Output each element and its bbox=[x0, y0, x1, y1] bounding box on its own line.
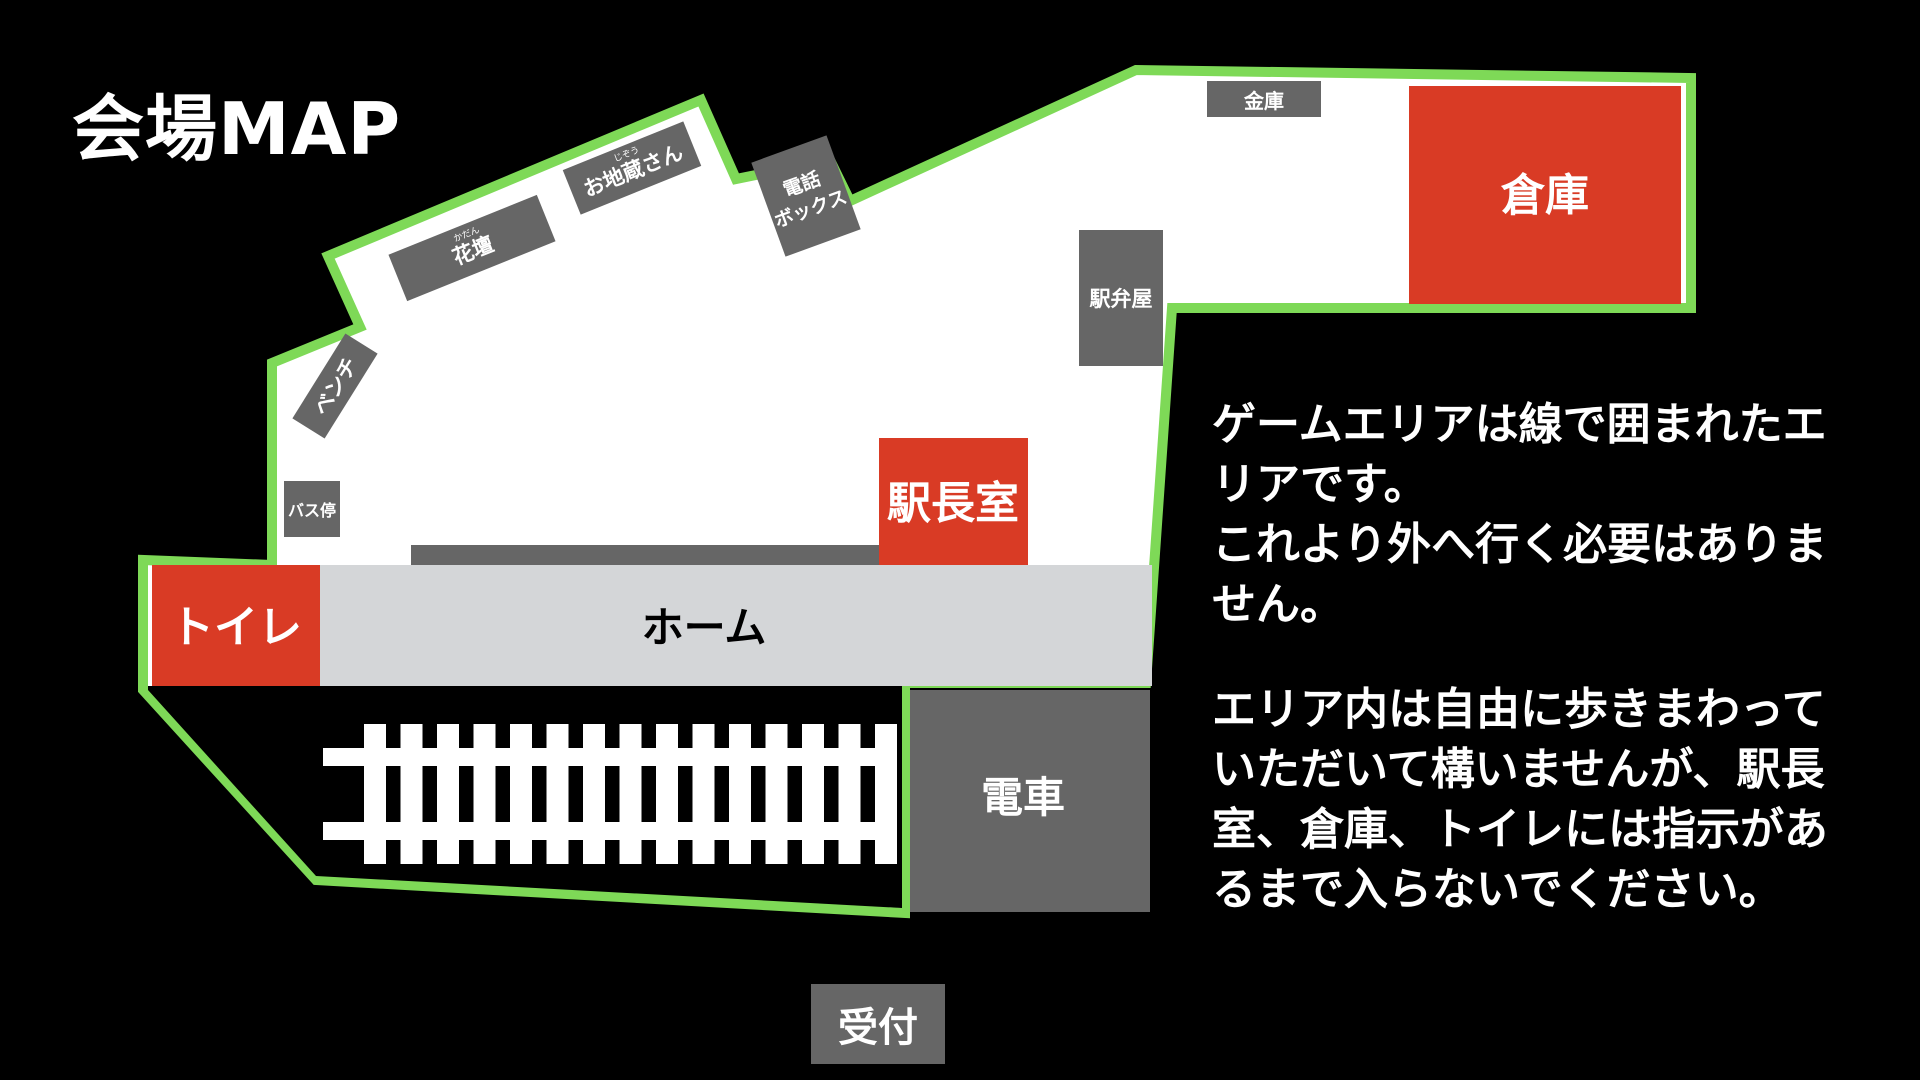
description-line: るまで入らないでください。 bbox=[1212, 864, 1783, 915]
sleeper bbox=[364, 724, 386, 864]
reception-desk: 受付 bbox=[811, 984, 945, 1064]
description-line: これより外へ行く必要はありま bbox=[1212, 519, 1828, 570]
station-master-room-label: 駅長室 bbox=[887, 478, 1019, 529]
rail bbox=[323, 822, 895, 840]
description-line: せん。 bbox=[1212, 579, 1344, 630]
station-master-room bbox=[879, 438, 1028, 565]
sleeper bbox=[437, 724, 459, 864]
toilet-room bbox=[152, 565, 320, 686]
safe-label: 金庫 bbox=[1243, 89, 1284, 113]
sleeper bbox=[400, 724, 423, 864]
sleeper bbox=[473, 724, 496, 864]
sleeper bbox=[692, 724, 715, 864]
platform bbox=[320, 565, 1152, 686]
toilet-label: トイレ bbox=[170, 602, 302, 653]
safe bbox=[1207, 81, 1321, 117]
platform-edge bbox=[411, 545, 881, 565]
sleeper bbox=[729, 724, 751, 864]
sleeper bbox=[546, 724, 569, 864]
railway-track bbox=[323, 724, 897, 864]
description-line: 室、倉庫、トイレには指示があ bbox=[1212, 804, 1828, 855]
description-line: リアです。 bbox=[1212, 459, 1428, 510]
description-line: エリア内は自由に歩きまわって bbox=[1212, 684, 1826, 735]
description-line: ゲームエリアは線で囲まれたエ bbox=[1212, 399, 1827, 450]
description-line: いただいて構いませんが、駅長 bbox=[1212, 744, 1825, 795]
train bbox=[910, 690, 1150, 912]
sleeper bbox=[875, 724, 897, 864]
ekiben-shop bbox=[1079, 230, 1163, 366]
warehouse bbox=[1409, 86, 1681, 304]
sleeper bbox=[510, 724, 532, 864]
flower-bed: かだん 花壇 bbox=[388, 194, 556, 302]
train-label: 電車 bbox=[981, 773, 1065, 822]
phone-box: 電話 ボックス bbox=[751, 135, 861, 257]
sleeper bbox=[656, 724, 678, 864]
warehouse-label: 倉庫 bbox=[1500, 170, 1589, 221]
bus-stop-label: バス停 bbox=[288, 501, 336, 520]
ekiben-shop-label: 駅弁屋 bbox=[1090, 287, 1153, 311]
page-title: 会場MAP bbox=[72, 87, 402, 171]
sleeper bbox=[838, 724, 861, 864]
sleeper bbox=[802, 724, 824, 864]
sleeper bbox=[619, 724, 642, 864]
rail bbox=[323, 748, 895, 766]
sleeper bbox=[583, 724, 605, 864]
platform-label: ホーム bbox=[642, 603, 767, 652]
bus-stop bbox=[284, 481, 340, 537]
sleeper bbox=[765, 724, 788, 864]
